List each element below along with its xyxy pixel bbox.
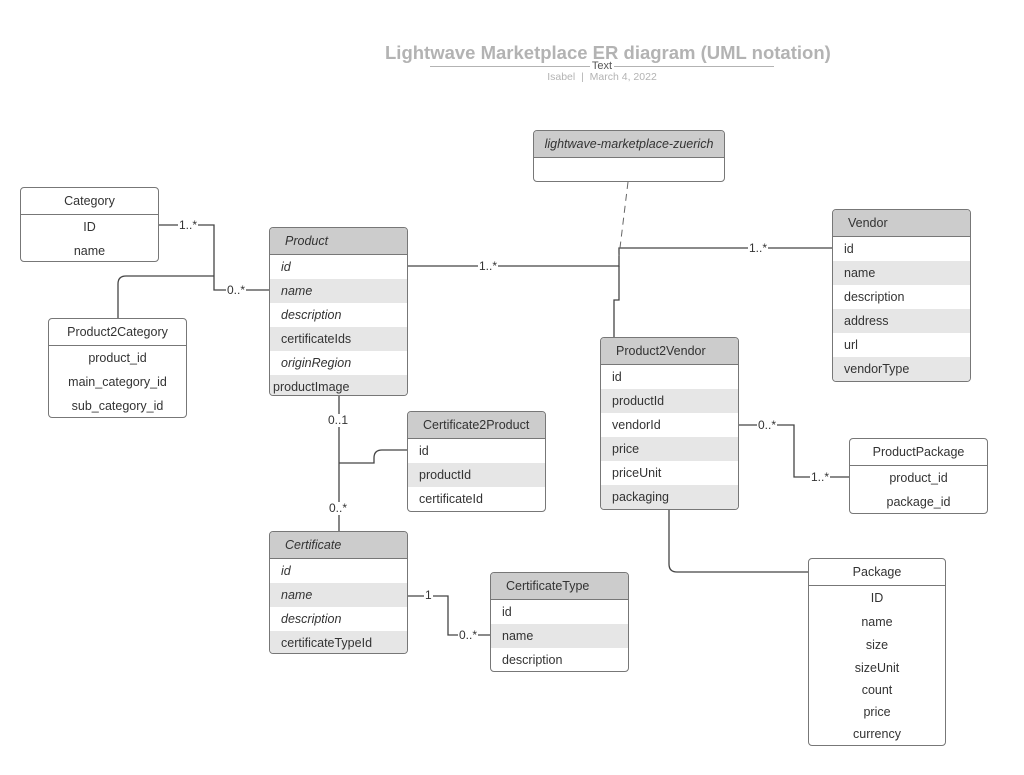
dashed-connector-zuerich xyxy=(618,181,629,257)
entity-field: productId xyxy=(601,389,738,413)
entity-field: product_id xyxy=(889,471,948,485)
entity-product[interactable]: Product id name description certificateI… xyxy=(269,227,408,396)
diagram-title: Lightwave Marketplace ER diagram (UML no… xyxy=(385,42,831,63)
cardinality-label: 0..* xyxy=(328,501,349,515)
entity-header: Package xyxy=(809,559,945,586)
entity-field: package_id xyxy=(886,495,951,509)
entity-field: name xyxy=(833,261,970,285)
entity-header: ProductPackage xyxy=(850,439,987,466)
entity-field: id xyxy=(419,444,429,458)
entity-field: id xyxy=(844,242,854,256)
date: March 4, 2022 xyxy=(589,71,657,83)
entity-field: vendorType xyxy=(833,357,970,381)
entity-header: Product2Category xyxy=(49,319,186,346)
cardinality-label: 1 xyxy=(424,588,433,602)
connector-product2vendor-productpackage xyxy=(739,424,849,478)
entity-field: product_id xyxy=(88,351,147,365)
author: Isabel xyxy=(547,71,576,83)
cardinality-label: 0..* xyxy=(458,628,479,642)
entity-header: lightwave-marketplace-zuerich xyxy=(534,131,724,158)
entity-field: price xyxy=(601,437,738,461)
cardinality-label: 1..* xyxy=(748,241,769,255)
entity-field: currency xyxy=(853,727,901,741)
cardinality-label: 0..1 xyxy=(327,413,350,427)
entity-field: sub_category_id xyxy=(71,399,164,413)
entity-header: CertificateType xyxy=(491,573,628,600)
connector-certificate2product xyxy=(339,449,407,464)
entity-field: certificateIds xyxy=(270,327,407,351)
entity-package[interactable]: Package ID name size sizeUnit count pric… xyxy=(808,558,946,746)
cardinality-label: 1..* xyxy=(478,259,499,273)
entity-field: vendorId xyxy=(612,418,661,432)
entity-field: id xyxy=(612,370,622,384)
entity-field: size xyxy=(865,638,889,652)
connector-category-product xyxy=(158,224,269,291)
title-caption: Text xyxy=(430,60,774,72)
entity-field: name xyxy=(270,279,407,303)
entity-field: count xyxy=(861,683,893,697)
entity-field: productImage xyxy=(270,375,407,395)
entity-field: description xyxy=(281,612,342,626)
entity-zuerich[interactable]: lightwave-marketplace-zuerich xyxy=(533,130,725,182)
entity-field: id xyxy=(281,564,291,578)
entity-field: packaging xyxy=(601,485,738,509)
entity-field: main_category_id xyxy=(68,375,167,389)
entity-field: name xyxy=(861,615,893,629)
entity-header: Certificate xyxy=(270,532,407,559)
entity-header: Category xyxy=(21,188,158,215)
entity-field: name xyxy=(491,624,628,648)
connector-product2vendor-package xyxy=(668,510,808,573)
diagram-meta: Isabel | March 4, 2022 xyxy=(430,71,774,83)
entity-field: id xyxy=(502,605,512,619)
connector-product2vendor xyxy=(613,266,620,337)
entity-field: certificateId xyxy=(419,492,483,506)
entity-field: ID xyxy=(870,591,884,605)
title-caption-text: Text xyxy=(589,60,615,72)
entity-field: description xyxy=(281,308,342,322)
entity-product2vendor[interactable]: Product2Vendor id productId vendorId pri… xyxy=(600,337,739,510)
entity-field: description xyxy=(844,290,905,304)
entity-header: Certificate2Product xyxy=(408,412,545,439)
entity-field: name xyxy=(270,583,407,607)
entity-field: productId xyxy=(408,463,545,487)
entity-header: Vendor xyxy=(833,210,970,237)
entity-field: ID xyxy=(83,220,96,234)
entity-field: address xyxy=(833,309,970,333)
entity-vendor[interactable]: Vendor id name description address url v… xyxy=(832,209,971,382)
entity-certificate2product[interactable]: Certificate2Product id productId certifi… xyxy=(407,411,546,512)
connector-product2category xyxy=(117,275,214,318)
entity-field: certificateTypeId xyxy=(270,631,407,653)
entity-field: priceUnit xyxy=(612,466,662,480)
entity-category[interactable]: Category ID name xyxy=(20,187,159,262)
entity-certificatetype[interactable]: CertificateType id name description xyxy=(490,572,629,672)
entity-field: originRegion xyxy=(281,356,352,370)
entity-product2category[interactable]: Product2Category product_id main_categor… xyxy=(48,318,187,418)
entity-field: url xyxy=(844,338,858,352)
entity-productpackage[interactable]: ProductPackage product_id package_id xyxy=(849,438,988,514)
entity-header: Product xyxy=(270,228,407,255)
connector-product-vendor xyxy=(407,247,832,267)
entity-header: Product2Vendor xyxy=(601,338,738,365)
entity-certificate[interactable]: Certificate id name description certific… xyxy=(269,531,408,654)
cardinality-label: 0..* xyxy=(757,418,778,432)
entity-field: name xyxy=(73,244,106,258)
meta-separator: | xyxy=(581,71,584,83)
cardinality-label: 0..* xyxy=(226,283,247,297)
cardinality-label: 1..* xyxy=(178,218,199,232)
cardinality-label: 1..* xyxy=(810,470,831,484)
entity-field: price xyxy=(863,705,891,719)
entity-field: sizeUnit xyxy=(854,661,900,675)
entity-field: id xyxy=(281,260,291,274)
entity-field: description xyxy=(502,653,563,667)
